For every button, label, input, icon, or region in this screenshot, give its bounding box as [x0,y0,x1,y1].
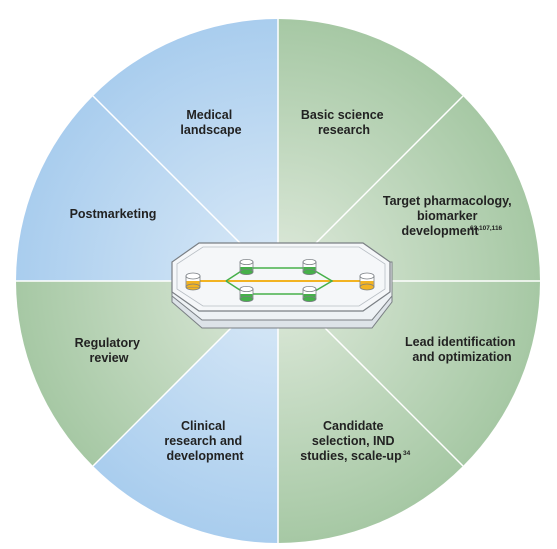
label-regulatory-review: Regulatory review [75,336,144,365]
label-basic-science-research: Basic science research [301,108,387,137]
label-lead-identification: Lead identification and optimization [405,335,519,364]
label-target-pharmacology-superscript: 63,107,116 [470,225,503,232]
segment-basic-science-research [278,19,463,281]
segment-target-pharmacology [278,96,540,281]
label-postmarketing: Postmarketing [70,207,157,221]
label-candidate-selection: Candidate selection, IND studies, scale-… [300,419,402,463]
segment-postmarketing [16,96,278,281]
label-clinical-research: Clinical research and development [164,419,245,463]
segment-medical-landscape [93,19,278,281]
segment-clinical-research [93,281,278,543]
organ-on-chip-device-icon [171,242,393,329]
label-candidate-selection-superscript: 34 [403,450,411,457]
label-target-pharmacology: Target pharmacology, biomarker developme… [383,194,515,238]
label-medical-landscape: Medical landscape [180,108,241,137]
segment-candidate-selection [278,281,463,543]
